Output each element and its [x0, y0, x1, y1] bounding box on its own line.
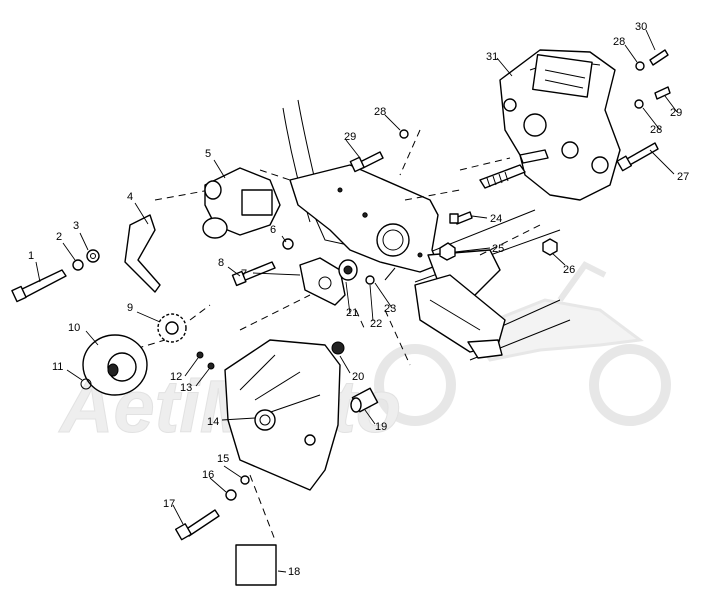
part-24-bolt [449, 211, 473, 225]
callout-23: 23 [384, 303, 396, 315]
axle-housing [414, 249, 506, 359]
callout-10: 10 [68, 322, 80, 334]
callout-22: 22 [370, 318, 382, 330]
part-29b-bolt [654, 86, 671, 100]
callout-6: 6 [270, 224, 276, 236]
callout-29b: 29 [670, 107, 682, 119]
callout-26: 26 [563, 264, 575, 276]
part-26-nut [542, 238, 558, 256]
part-27-bolt [616, 142, 659, 172]
watermark: AetiMotto [58, 261, 671, 449]
callout-4: 4 [127, 191, 133, 203]
part-23-pin [384, 267, 396, 281]
part-28c-washer [634, 99, 644, 109]
part-16-washer [225, 489, 237, 501]
part-18-label [235, 544, 277, 586]
part-12-nut [196, 351, 204, 359]
part-19-bushing [350, 387, 379, 413]
part-15-washer [240, 475, 250, 485]
callout-17: 17 [163, 498, 175, 510]
callout-8: 8 [218, 257, 224, 269]
callout-21: 21 [346, 307, 358, 319]
part-21-seal [338, 259, 358, 281]
callout-28c: 28 [650, 124, 662, 136]
part-31-gearbox [479, 49, 621, 201]
callout-1: 1 [28, 250, 34, 262]
part-7-cam-plate [299, 257, 346, 306]
part-2-washer [72, 259, 84, 271]
callout-14: 14 [207, 416, 219, 428]
part-5-tensioner [202, 167, 281, 239]
part-10-disc [82, 334, 148, 396]
part-13-washer [207, 362, 215, 370]
callout-3: 3 [73, 220, 79, 232]
callout-20: 20 [352, 371, 364, 383]
callout-30: 30 [635, 21, 647, 33]
callout-28a: 28 [613, 36, 625, 48]
part-11-snap-ring [80, 378, 92, 390]
part-28a-washer [635, 61, 645, 71]
part-9-sprocket [157, 313, 187, 343]
alignment-lines [124, 129, 541, 541]
callout-5: 5 [205, 148, 211, 160]
part-29a-bolt [349, 151, 384, 173]
part-14-chain-guard [224, 339, 341, 491]
part-25-nut [439, 242, 456, 261]
motorcycle-watermark-icon [374, 261, 671, 426]
callout-24: 24 [490, 213, 502, 225]
callout-11: 11 [52, 361, 63, 373]
mounting-plate [289, 164, 439, 273]
callout-25: 25 [492, 243, 504, 255]
part-1-bolt [11, 269, 67, 303]
part-30-bolt [649, 49, 669, 66]
callout-12: 12 [170, 371, 182, 383]
callout-28b: 28 [374, 106, 386, 118]
callout-31: 31 [486, 51, 498, 63]
callout-7: 7 [241, 268, 247, 280]
callout-16: 16 [202, 469, 214, 481]
leader-lines [35, 29, 678, 573]
callout-29a: 29 [344, 131, 356, 143]
callout-9: 9 [127, 302, 133, 314]
callout-2: 2 [56, 231, 62, 243]
part-3-washer [86, 249, 100, 263]
callout-labels: 1 2 3 4 5 6 7 8 9 10 11 12 13 14 15 16 1… [28, 21, 689, 578]
part-17-bolt [174, 509, 220, 541]
callout-18: 18 [288, 566, 300, 578]
callout-19: 19 [375, 421, 387, 433]
part-20-nut [331, 341, 345, 355]
callout-15: 15 [217, 453, 229, 465]
part-28b-washer [399, 129, 409, 139]
callout-27: 27 [677, 171, 689, 183]
part-4-bracket [124, 214, 161, 293]
part-22-washer [365, 275, 375, 285]
callout-13: 13 [180, 382, 192, 394]
